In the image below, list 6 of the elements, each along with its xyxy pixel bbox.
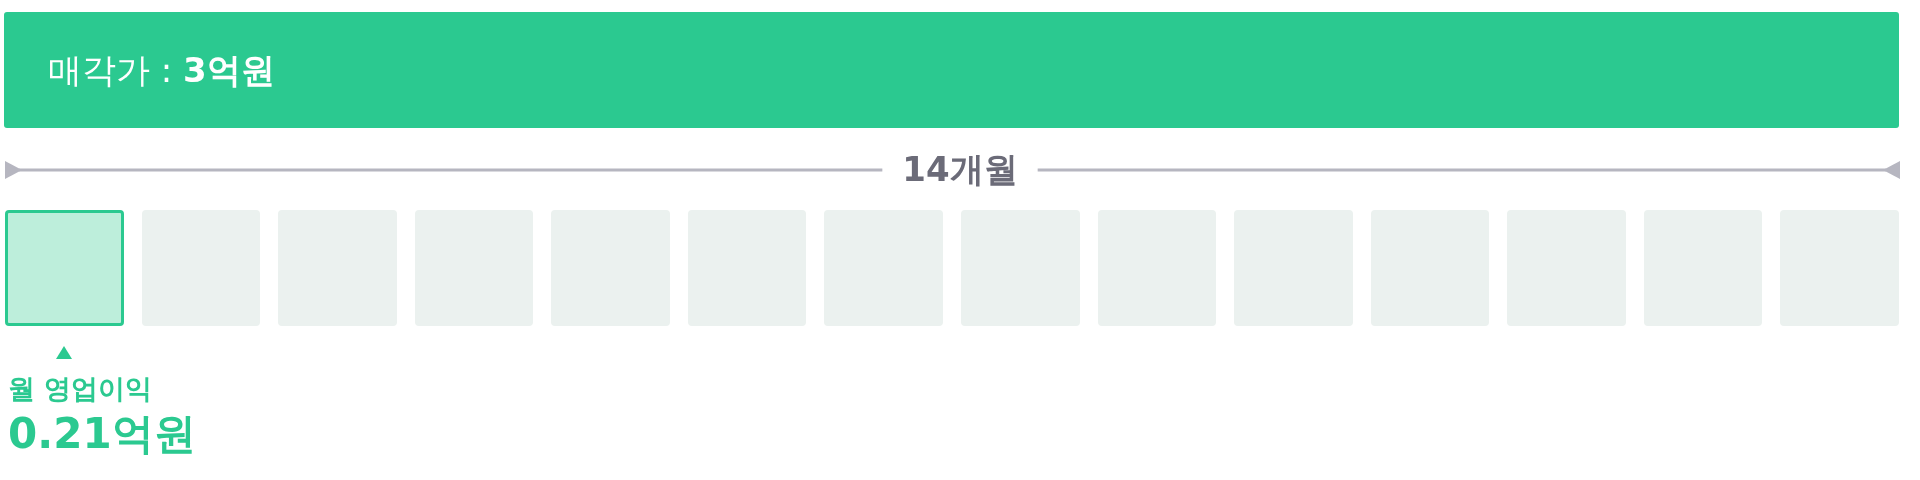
duration-label: 14개월 [902, 150, 1018, 190]
price-text: 매각가 : 3억원 [48, 49, 275, 91]
value-text: 0.21억원 [8, 409, 196, 460]
price-banner [4, 12, 1899, 128]
caption-text: 월 영업이익 [8, 373, 153, 406]
month-box [5, 210, 124, 326]
